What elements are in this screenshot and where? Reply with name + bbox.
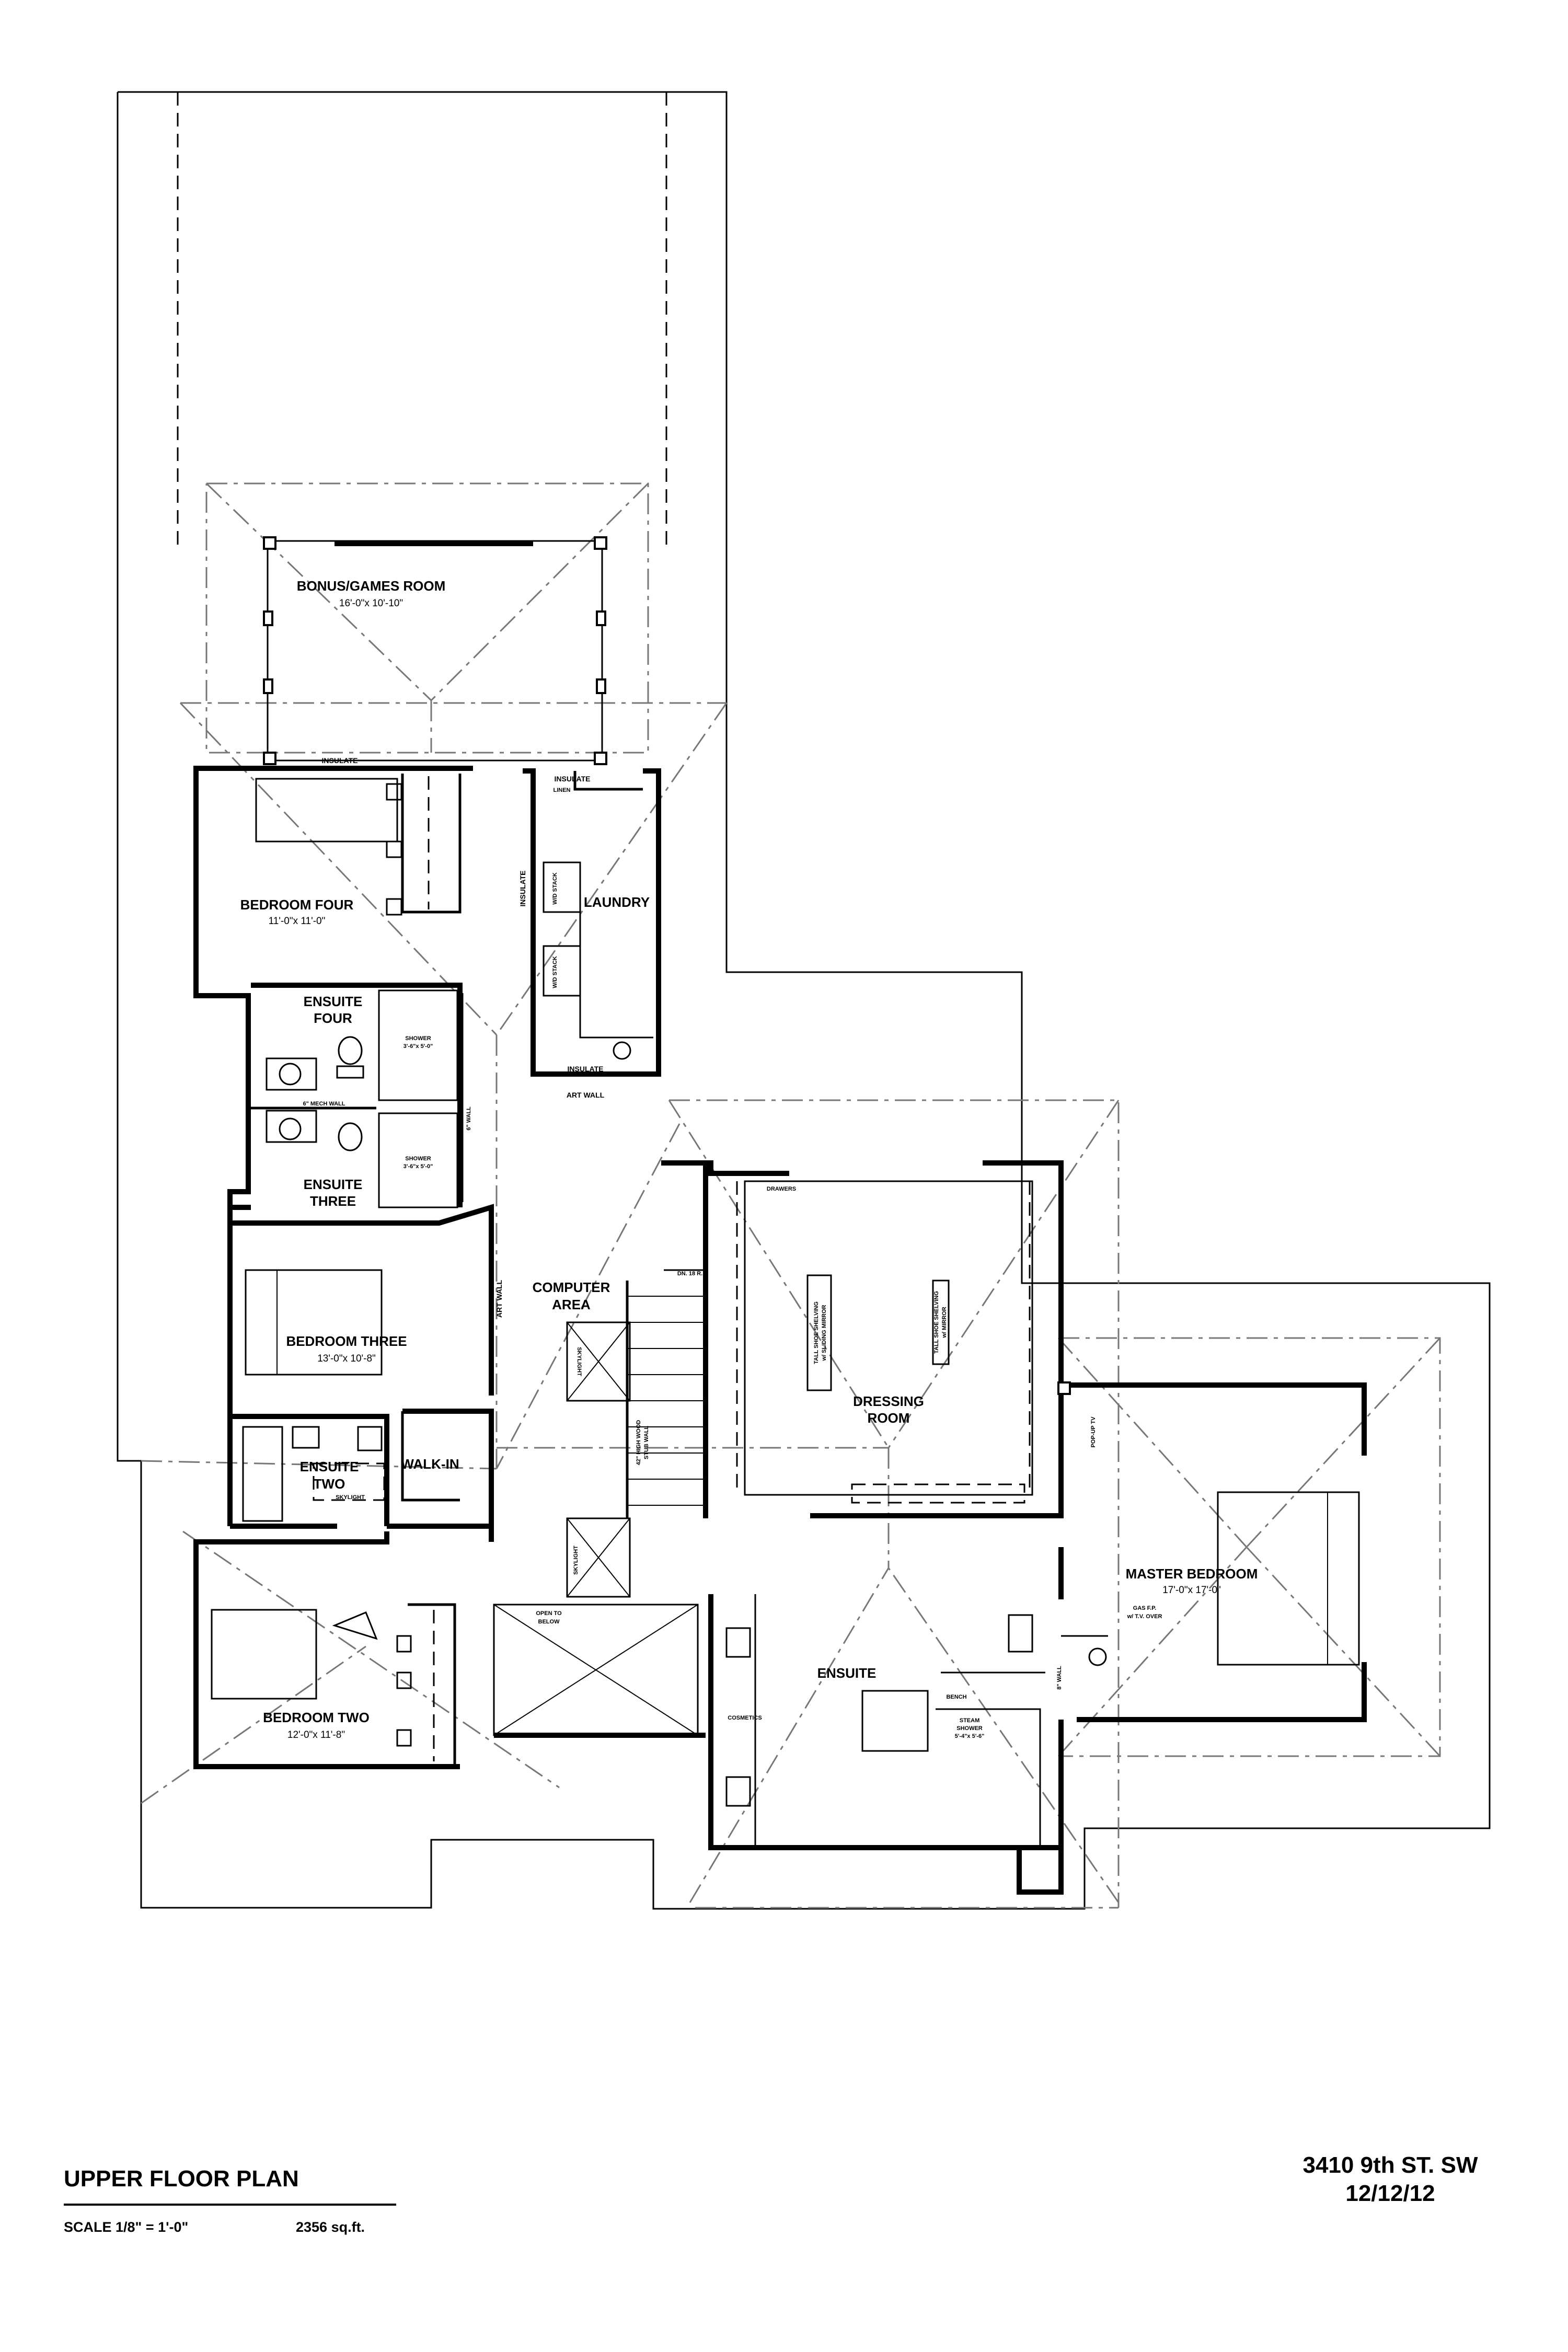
steam-shower-note-1: STEAM <box>960 1717 980 1724</box>
laundry-walls <box>523 768 661 1077</box>
washer-dryer-note-2: W/D STACK <box>552 956 558 988</box>
bench-note: BENCH <box>946 1694 966 1700</box>
open-below-note-2: BELOW <box>538 1619 560 1625</box>
dressing-room-walls <box>666 1160 1064 1518</box>
shower-four-note-2: 3'-6"x 5'-0" <box>403 1043 433 1050</box>
steam-shower-note-2: SHOWER <box>956 1725 983 1732</box>
date-label: 12/12/12 <box>1345 2181 1435 2206</box>
ensuite-four-label-2: FOUR <box>314 1010 352 1026</box>
title-underline <box>64 2204 396 2206</box>
insulate-note-laundry-side: INSULATE <box>518 871 527 907</box>
shelving-right-note-1: TALL SHOE SHELVING <box>933 1291 940 1354</box>
down-stair-note: DN. 18 R. <box>677 1271 702 1277</box>
stub-wall-note-1: 42" HIGH WOOD <box>636 1420 642 1466</box>
shelving-left-note-2: w/ SLIDING MIRROR <box>821 1305 827 1361</box>
ensuite-three-label-1: ENSUITE <box>304 1177 363 1192</box>
ensuite-four-label-1: ENSUITE <box>304 994 363 1009</box>
cosmetics-note: COSMETICS <box>728 1715 762 1721</box>
bedroom-three-walls <box>227 1204 494 1411</box>
master-ensuite-label: ENSUITE <box>817 1665 877 1681</box>
bedroom-four-walls <box>193 766 473 998</box>
shower-three-note-1: SHOWER <box>405 1156 431 1162</box>
bonus-room-dim: 16'-0"x 10'-10" <box>339 598 403 609</box>
dressing-room-label-1: DRESSING <box>853 1393 924 1409</box>
walk-in-label: WALK-IN <box>401 1456 459 1472</box>
bedroom-two-dim: 12'-0"x 11'-8" <box>287 1730 345 1740</box>
shower-three-note-2: 3'-6"x 5'-0" <box>403 1163 433 1170</box>
roof-outline <box>117 91 1491 1910</box>
bonus-room-walls <box>263 536 607 765</box>
ensuite-two-label-2: TWO <box>314 1476 345 1492</box>
ensuites-three-four-walls <box>193 983 464 1210</box>
mech-wall-note: 6" MECH WALL <box>303 1101 345 1107</box>
room-labels: BONUS/GAMES ROOM 16'-0"x 10'-10" BEDROOM… <box>240 578 1258 1740</box>
open-below-note-1: OPEN TO <box>536 1610 562 1617</box>
washer-dryer-note-1: W/D STACK <box>552 872 558 905</box>
art-wall-note-laundry: ART WALL <box>567 1091 605 1099</box>
insulate-note-laundry-top: INSULATE <box>555 775 591 783</box>
drawers-note: DRAWERS <box>767 1186 796 1192</box>
art-wall-note-bedroom-three: ART WALL <box>495 1279 503 1318</box>
area-label: 2356 sq.ft. <box>296 2219 365 2235</box>
six-inch-wall-note: 6" WALL <box>466 1106 472 1131</box>
master-bedroom-walls <box>1057 1381 1367 1722</box>
insulate-note-bonus: INSULATE <box>322 756 358 765</box>
shower-four-note-1: SHOWER <box>405 1035 431 1042</box>
linen-note: LINEN <box>554 787 571 793</box>
skylight-note-ensuite-two: SKYLIGHT <box>336 1494 365 1501</box>
scale-label: SCALE 1/8" = 1'-0" <box>64 2219 189 2235</box>
skylight-note-upper: SKYLIGHT <box>576 1347 582 1376</box>
master-bedroom-dim: 17'-0"x 17'-0" <box>1162 1585 1221 1596</box>
ensuite-two-walls <box>227 1409 494 1542</box>
address-label: 3410 9th ST. SW <box>1302 2152 1478 2178</box>
plan-title: UPPER FLOOR PLAN <box>64 2166 299 2192</box>
insulate-note-laundry-bottom: INSULATE <box>568 1065 604 1073</box>
bedroom-two-walls <box>193 1531 460 1769</box>
computer-area-label-2: AREA <box>552 1297 591 1312</box>
master-ensuite-walls <box>708 1547 1064 1895</box>
ensuite-three-label-2: THREE <box>310 1193 356 1209</box>
bedroom-four-label: BEDROOM FOUR <box>240 897 354 913</box>
skylight-note-lower: SKYLIGHT <box>573 1546 579 1575</box>
laundry-label: LAUNDRY <box>584 894 650 910</box>
plan-notes: INSULATE INSULATE LINEN INSULATE INSULAT… <box>303 756 1162 1739</box>
computer-area-label-1: COMPUTER <box>533 1279 610 1295</box>
bonus-room-label: BONUS/GAMES ROOM <box>297 578 446 594</box>
shelving-right-note-2: w/ MIRROR <box>941 1307 948 1338</box>
steam-shower-note-3: 5'-4"x 5'-6" <box>955 1733 985 1739</box>
popup-tv-note: POP-UP TV <box>1090 1416 1097 1448</box>
bedroom-three-dim: 13'-0"x 10'-8" <box>317 1353 376 1364</box>
gas-fp-note-2: w/ T.V. OVER <box>1127 1613 1162 1620</box>
eight-inch-wall-note: 8" WALL <box>1056 1666 1063 1690</box>
master-bedroom-label: MASTER BEDROOM <box>1126 1566 1258 1582</box>
gas-fp-note-1: GAS F.P. <box>1133 1605 1156 1611</box>
shelving-left-note-1: TALL SHOE SHELVING <box>813 1301 820 1364</box>
bedroom-four-dim: 11'-0"x 11'-0" <box>269 916 326 927</box>
stair-and-open-area <box>493 1160 708 1738</box>
dressing-room-label-2: ROOM <box>868 1410 910 1426</box>
stub-wall-note-2: STUB WALL <box>643 1426 650 1459</box>
bedroom-three-label: BEDROOM THREE <box>286 1333 407 1349</box>
bedroom-two-label: BEDROOM TWO <box>263 1710 370 1725</box>
ensuite-two-label-1: ENSUITE <box>300 1459 359 1474</box>
